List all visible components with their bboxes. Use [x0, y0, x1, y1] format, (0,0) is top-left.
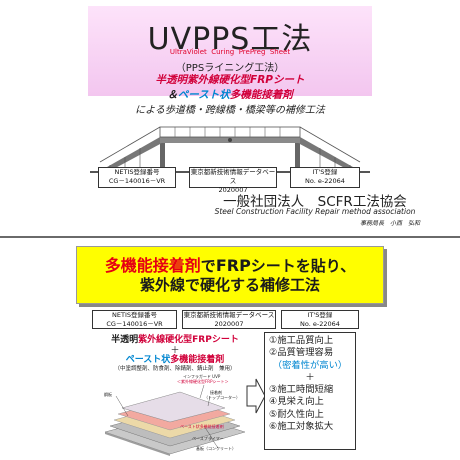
adhesive-product-line: ペースト状多機能接着剤 [100, 352, 250, 365]
author-name: 事務局長 小西 弘和 [359, 220, 420, 227]
netis-registration-box: NETIS登録番号 CG－140016－VR [98, 167, 176, 188]
uv-sheet-text: 紫外線硬化型FRPシート [138, 335, 239, 345]
reg-value: 2020007 [214, 320, 244, 328]
tokyo-db-registration-box: 東京都新技術情報データベース 2020007 [189, 167, 277, 194]
benefit-item: ③施工時間短縮 [269, 384, 334, 396]
frp-text: FRP [215, 256, 251, 275]
reg-value: No. e-22064 [305, 177, 345, 185]
banner-line-1: 多機能接着剤でFRPシートを貼り、 [76, 252, 384, 276]
reg-value: CG－140016－VR [108, 177, 166, 185]
product-line-sheet: 半透明紫外線硬化型FRPシート [155, 74, 305, 86]
banner-text: で [200, 257, 216, 275]
reg-label: NETIS登録番号 [114, 168, 160, 176]
organization-name-en: Steel Construction Facility Repair metho… [214, 207, 416, 216]
plus-sign: ＋ [170, 346, 180, 356]
paste-text: ペースト状 [177, 89, 230, 101]
subtitle-word: Curing [211, 48, 235, 56]
layer-label-paste: ペースト状多機能接着剤 [180, 424, 224, 429]
reg-label: 東京都新技術情報データベース [183, 311, 275, 319]
subtitle-en: UltraViolet Curing PrePreg Sheet [0, 48, 460, 56]
benefit-item: ④見栄え向上 [269, 396, 324, 408]
layer-label-mid-sub: （トップコーター） [204, 395, 240, 400]
its-registration-box: IT'S登録 No. e-22064 [281, 310, 359, 329]
benefit-note: （密着性が高い） [272, 359, 348, 371]
benefit-item: ①施工品質向上 [269, 335, 334, 346]
title-band [88, 6, 372, 96]
layer-label-mid: 接着剤 [210, 390, 222, 395]
arrow-right-icon [246, 378, 266, 414]
reg-value: CG－140016－VR [106, 320, 163, 328]
paste-text: ペースト状 [125, 355, 171, 365]
plus-sign: ＋ [305, 371, 315, 383]
ampersand: ＆ [167, 89, 178, 101]
product-line-adhesive: ＆ペースト状多機能接着剤 [0, 87, 460, 102]
benefits-list: ①施工品質向上 ②品質管理容易 （密着性が高い） ＋ ③施工時間短縮 ④見栄え向… [264, 332, 356, 450]
adhesive-uses-note: （中塗調整剤、防食剤、除錆剤、錆止剤 兼用） [114, 366, 236, 372]
application-line: による歩道橋・跨線橋・橋梁等の補修工法 [135, 105, 325, 116]
its-registration-box: IT'S登録 No. e-22064 [290, 167, 360, 188]
method-name: （PPSライニング工法） [175, 63, 285, 74]
footbridge-illustration [90, 126, 370, 173]
reg-label: IT'S登録 [307, 311, 333, 319]
reg-value: No. e-22064 [300, 320, 340, 328]
layer-label-base: 基板（コンクリート） [196, 446, 236, 451]
section-divider [0, 236, 460, 238]
reg-label: NETIS登録番号 [112, 311, 157, 319]
tokyo-db-registration-box: 東京都新技術情報データベース 2020007 [182, 310, 276, 329]
subtitle-word: PrePreg [238, 48, 266, 56]
headline-banner [76, 246, 384, 304]
netis-registration-box: NETIS登録番号 CG－140016－VR [92, 310, 177, 329]
layer-label-top: インフラガード UVP [183, 374, 221, 379]
subtitle-word: Sheet [269, 48, 291, 56]
organization-name: 一般社団法人 SCFR工法協会 [223, 194, 407, 210]
layer-structure-diagram [104, 384, 246, 456]
layer-label-top-sub: ＜紫外線硬化型FRPシート＞ [177, 379, 229, 384]
adhesive-text: 多機能接着剤 [170, 355, 225, 365]
banner-text: シートを貼り、 [250, 257, 356, 275]
reg-label: IT'S登録 [312, 168, 338, 176]
benefit-item: ⑤耐久性向上 [269, 408, 324, 420]
adhesive-highlight: 多機能接着剤 [104, 256, 201, 275]
benefit-item: ②品質管理容易 [269, 347, 334, 359]
banner-line-2: 紫外線で硬化する補修工法 [139, 276, 320, 294]
layer-label-plate: 鋼板 [104, 392, 112, 397]
reg-label: 東京都新技術情報データベース [190, 168, 276, 185]
reg-value: 2020007 [218, 186, 248, 194]
translucent-text: 半透明 [111, 335, 139, 345]
page-title: UVPPS工法 [147, 22, 313, 57]
subtitle-word: UltraViolet [169, 48, 207, 56]
benefit-item: ⑥施工対象拡大 [269, 421, 334, 433]
adhesive-text: 多機能接着剤 [229, 89, 293, 101]
sheet-product-line: 半透明紫外線硬化型FRPシート [100, 332, 250, 345]
layer-label-primer: ペースプライマー [192, 436, 224, 441]
